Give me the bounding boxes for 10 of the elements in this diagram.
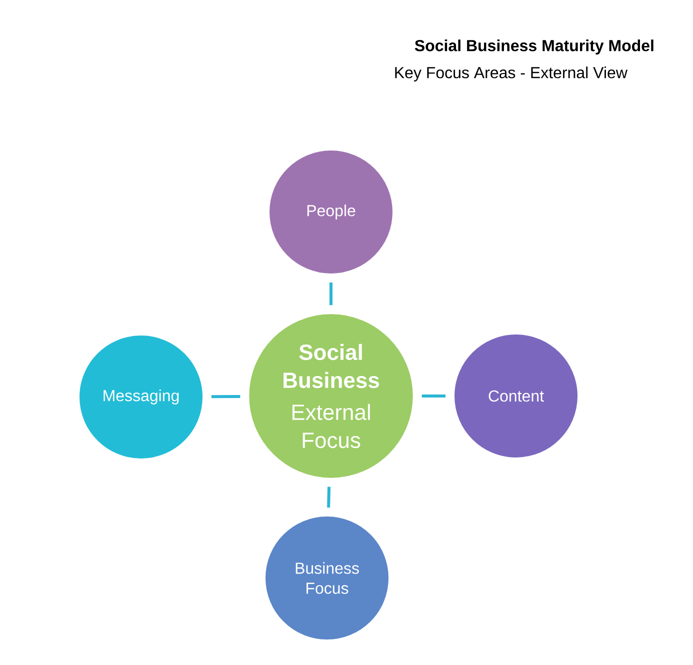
connector-line bbox=[422, 394, 446, 398]
circle-node: Content bbox=[454, 334, 578, 458]
circle-node: People bbox=[268, 150, 394, 274]
title: Social Business Maturity Model bbox=[414, 40, 654, 54]
connector-line bbox=[327, 486, 330, 508]
circle-node: Business Focus bbox=[264, 516, 390, 640]
subtitle: Key Focus Areas - External View bbox=[395, 66, 628, 82]
circle-node: Messaging bbox=[78, 334, 204, 460]
connector-line bbox=[330, 282, 332, 306]
connector-line bbox=[212, 394, 240, 398]
